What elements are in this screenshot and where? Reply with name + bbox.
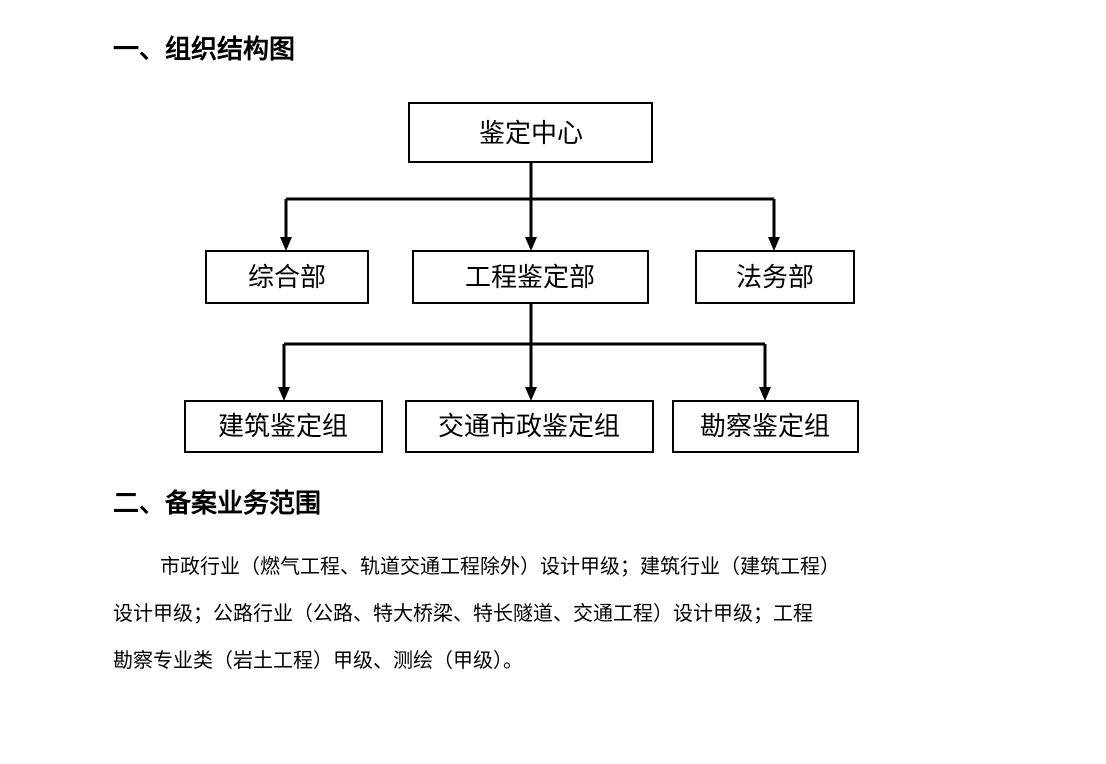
paragraph-line: 勘察专业类（岩土工程）甲级、测绘（甲级）。: [113, 648, 523, 672]
org-node-label: 鉴定中心: [479, 119, 583, 149]
org-node-label: 勘察鉴定组: [700, 412, 830, 442]
org-node-label: 法务部: [736, 263, 814, 293]
scope-paragraph: 市政行业（燃气工程、轨道交通工程除外）设计甲级；建筑行业（建筑工程） 设计甲级；…: [113, 543, 951, 684]
org-node-level2: 工程鉴定部: [412, 250, 649, 304]
paragraph-line: 设计甲级；公路行业（公路、特大桥梁、特长隧道、交通工程）设计甲级；工程: [113, 601, 813, 625]
org-node-root: 鉴定中心: [408, 102, 653, 163]
paragraph-line: 市政行业（燃气工程、轨道交通工程除外）设计甲级；建筑行业（建筑工程）: [160, 554, 840, 578]
org-node-level2: 法务部: [695, 250, 855, 304]
org-node-level3: 交通市政鉴定组: [405, 400, 654, 453]
section-heading-org-structure: 一、组织结构图: [113, 35, 296, 65]
org-node-level3: 勘察鉴定组: [672, 400, 859, 453]
org-node-level3: 建筑鉴定组: [184, 400, 383, 453]
org-chart-connectors: [278, 162, 780, 401]
org-node-label: 工程鉴定部: [465, 263, 595, 293]
section-heading-scope: 二、备案业务范围: [113, 489, 322, 519]
org-node-level2: 综合部: [205, 250, 369, 304]
org-node-label: 综合部: [248, 263, 326, 293]
org-node-label: 建筑鉴定组: [218, 412, 348, 442]
org-node-label: 交通市政鉴定组: [438, 412, 620, 442]
